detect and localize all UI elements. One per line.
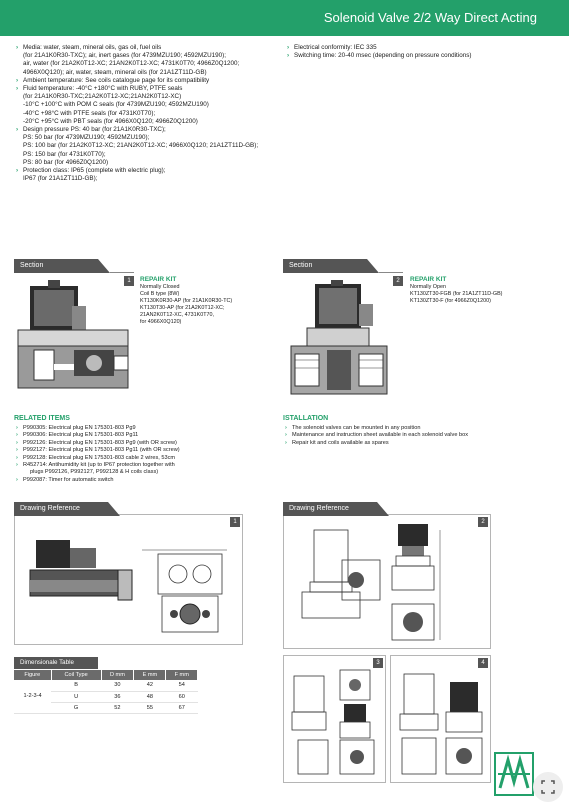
drawing-4-number: 4	[478, 658, 488, 668]
list-item-continuation: -10°C +100°C with POM C seals (for 4739M…	[23, 101, 209, 109]
section-2-number: 2	[393, 276, 403, 286]
drawing-2-tab: Drawing Reference	[283, 502, 389, 516]
brand-logo-icon	[494, 752, 534, 796]
drawing-2-panel	[283, 514, 491, 649]
table-row: 1-2-3-4 B 30 42 54	[14, 680, 198, 714]
dim-table-header-row: Figure Coil Type D mm E mm F mm	[14, 670, 198, 680]
related-items-list: P990305: Electrical plug EN 175301-803 P…	[16, 425, 276, 485]
section-2-tab-line	[379, 272, 403, 273]
specs-left-column: Media: water, steam, mineral oils, gas o…	[16, 44, 286, 183]
kit-line: Normally Open	[410, 284, 446, 290]
dim-header-d: D mm	[101, 670, 135, 680]
list-item-continuation: air, water (for 21A2K0T12-XC; 21AN2K0T12…	[23, 60, 240, 68]
list-item: P990305: Electrical plug EN 175301-803 P…	[16, 425, 276, 433]
section-1-tab-line	[110, 272, 134, 273]
specs-right-column: Electrical conformity: IEC 335Switching …	[287, 44, 557, 61]
list-item-continuation: PS: 50 bar (for 4739MZU190; 4592MZU190);	[23, 134, 150, 142]
table-row: G 52 55 67	[14, 702, 198, 714]
kit-line: KT130ZT30-F (for 4966Z0Q1200)	[410, 298, 491, 304]
section-1-drawing	[17, 280, 129, 389]
list-item: P992127: Electrical plug EN 175301-803 P…	[16, 447, 276, 455]
list-item-continuation: PS: 100 bar (for 21A2K0T12-XC; 21AN2K0T1…	[23, 142, 259, 150]
list-item: Fluid temperature: -40°C +180°C with RUB…	[16, 85, 286, 93]
list-item: Ambient temperature: See coils catalogue…	[16, 77, 286, 85]
drawing-4-figure	[399, 673, 483, 775]
section-2-drawing	[290, 280, 388, 395]
drawing-3-panel	[283, 655, 386, 783]
installation-title: ISTALLATION	[283, 415, 329, 422]
section-1-tab: Section	[14, 259, 110, 273]
list-item-continuation: PS: 150 bar (for 4731K0T70);	[23, 150, 106, 158]
list-item-continuation: PS: 80 bar (for 4966Z0Q1200)	[23, 158, 109, 166]
kit-line: 21AN2K0T12-XC, 4731K0T70,	[140, 312, 215, 318]
header-bar: Solenoid Valve 2/2 Way Direct Acting	[0, 0, 569, 36]
list-item: R452714: Antihumidity kit (up to IP67 pr…	[16, 462, 276, 470]
list-item: Protection class: IP65 (complete with el…	[16, 167, 286, 175]
related-items-title: RELATED ITEMS	[14, 415, 70, 422]
list-item: The solenoid valves can be mounted in an…	[285, 425, 555, 433]
kit-line: KT130K0R30-AP (for 21A1K0R30-TC)	[140, 298, 233, 304]
table-cell: 54	[165, 680, 198, 692]
drawing-1-figure	[29, 540, 227, 633]
list-item: Repair kit and coils available as spares	[285, 440, 555, 448]
list-item-continuation: (for 21A1K0R30-TXC); air, inert gases (f…	[23, 52, 226, 60]
section-1-kit-title: REPAIR KIT	[140, 276, 177, 283]
list-item-continuation: plugs P992126, P992127, P992128 & H coil…	[30, 469, 159, 476]
kit-line: Coil B type (8W)	[140, 291, 180, 297]
dim-header-figure: Figure	[14, 670, 52, 680]
list-item: Media: water, steam, mineral oils, gas o…	[16, 44, 286, 52]
drawing-1-number: 1	[230, 517, 240, 527]
drawing-1-tab: Drawing Reference	[14, 502, 120, 516]
list-item: Maintenance and instruction sheet availa…	[285, 432, 555, 440]
dim-table-title: Dimensionale Table	[14, 657, 98, 669]
table-cell: 36	[101, 691, 134, 703]
fullscreen-button[interactable]	[533, 772, 563, 802]
drawing-3-number: 3	[373, 658, 383, 668]
dim-header-e: E mm	[133, 670, 167, 680]
table-cell: 52	[101, 702, 134, 714]
table-cell: 60	[165, 691, 198, 703]
section-2-tab: Section	[283, 259, 379, 273]
drawing-2-figure	[301, 524, 441, 641]
table-cell: G	[51, 702, 102, 714]
table-cell: 48	[133, 691, 166, 703]
table-cell: 67	[165, 702, 198, 714]
section-1-number: 1	[124, 276, 134, 286]
kit-line: KT130T30-AP (for 21A2K0T12-XC;	[140, 305, 225, 311]
kit-line: Normally Closed	[140, 284, 180, 290]
drawing-4-panel	[390, 655, 491, 783]
table-row: U 36 48 60	[14, 691, 198, 703]
list-item-continuation: -40°C +98°C with PTFE seals (for 4731K0T…	[23, 109, 156, 117]
list-item: P992126: Electrical plug EN 175301-803 P…	[16, 440, 276, 448]
list-item-continuation: -20°C +95°C with PBT seals (for 4966X0Q1…	[23, 117, 198, 125]
list-item: Electrical conformity: IEC 335	[287, 44, 557, 52]
drawing-2-number: 2	[478, 517, 488, 527]
page-title: Solenoid Valve 2/2 Way Direct Acting	[323, 10, 537, 25]
drawing-3-figure	[291, 669, 375, 775]
section-2-kit-title: REPAIR KIT	[410, 276, 447, 283]
list-item: P992087: Timer for automatic switch	[16, 477, 276, 485]
list-item: Design pressure PS: 40 bar (for 21A1K0R3…	[16, 126, 286, 134]
list-item-continuation: 4966X0Q120); air, water, steam, mineral …	[23, 68, 207, 76]
table-cell: 30	[101, 680, 134, 692]
dim-table: Figure Coil Type D mm E mm F mm 1-2-3-4 …	[14, 670, 198, 714]
list-item: P992128: Electrical plug EN 175301-803 c…	[16, 455, 276, 463]
table-cell: 42	[133, 680, 166, 692]
table-cell: 55	[133, 702, 166, 714]
fullscreen-icon	[541, 780, 555, 794]
dim-header-coil: Coil Type	[51, 670, 102, 680]
list-item-continuation: (for 21A1K0R30-TXC;21A2K0T12-XC;21AN2K0T…	[23, 93, 182, 101]
table-cell: U	[51, 691, 102, 703]
dim-header-f: F mm	[165, 670, 198, 680]
list-item-continuation: IP67 (for 21A1ZT11D-GB);	[23, 175, 98, 183]
dim-figure-cell: 1-2-3-4	[14, 680, 52, 714]
table-cell: B	[51, 680, 102, 692]
list-item: P990306: Electrical plug EN 175301-803 P…	[16, 432, 276, 440]
kit-line: for 4966X0Q120)	[140, 319, 182, 325]
installation-list: The solenoid valves can be mounted in an…	[285, 425, 555, 448]
list-item: Switching time: 20-40 msec (depending on…	[287, 52, 557, 60]
kit-line: KT130ZT30-FGB (for 21A1ZT11D-GB)	[410, 291, 503, 297]
